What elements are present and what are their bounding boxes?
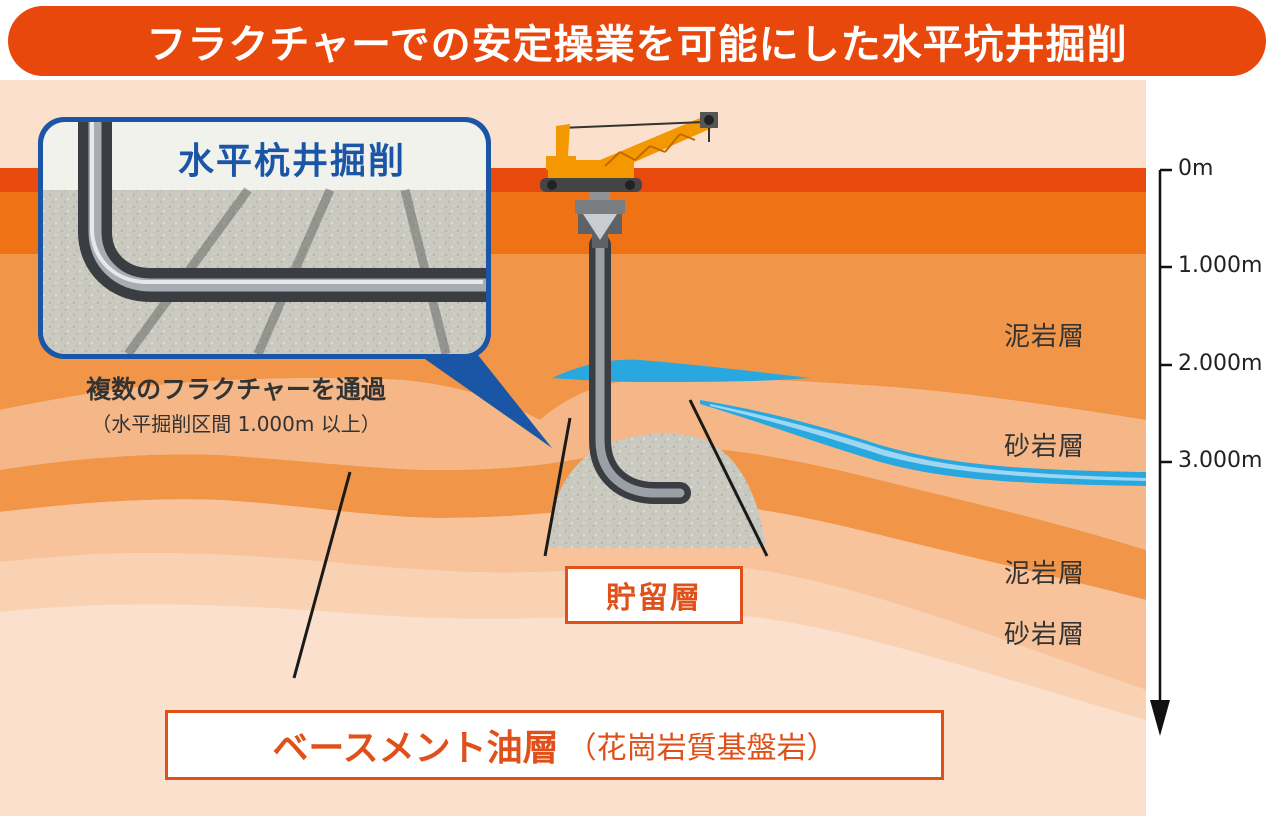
drilling-crane-icon [540, 112, 718, 248]
layer-label-mudstone-2: 泥岩層 [1004, 559, 1086, 589]
inset-title: 水平杭井掘削 [177, 141, 406, 182]
layer-label-sandstone-2: 砂岩層 [1004, 620, 1086, 650]
deep-layer [0, 553, 1146, 720]
inset-caption: 複数のフラクチャーを通過 （水平掘削区間 1.000m 以上） [26, 370, 446, 437]
layer-label-sandstone-1: 砂岩層 [1004, 432, 1086, 462]
reservoir-pointer-left [543, 417, 572, 557]
mudstone-layer-lower [0, 448, 1146, 600]
depth-label-2000: 2.000m [1178, 351, 1263, 376]
magnifier-callout-tail [405, 345, 552, 448]
page-title: フラクチャーでの安定操業を可能にした水平坑井掘削 [146, 22, 1128, 68]
inset-caption-main: 複数のフラクチャーを通過 [86, 375, 386, 404]
layer-label-mudstone-1: 泥岩層 [1004, 322, 1086, 352]
reservoir-label: 貯留層 [606, 581, 702, 616]
basement-label-box: ベースメント油層 （花崗岩質基盤岩） [165, 710, 944, 780]
drill-pipe-highlight [595, 240, 685, 498]
basement-label-main: ベースメント油層 [272, 728, 559, 769]
basement-pointer [292, 471, 352, 679]
inset-caption-sub: （水平掘削区間 1.000m 以上） [91, 412, 381, 436]
reservoir-label-box: 貯留層 [565, 566, 743, 624]
water-seam-upper [552, 359, 810, 382]
magnifier-callout-icon [38, 117, 491, 359]
depth-label-3000: 3.000m [1178, 448, 1263, 473]
sandstone-layer-lower [0, 499, 1146, 690]
depth-label-1000: 1.000m [1178, 253, 1263, 278]
depth-label-0: 0m [1178, 156, 1214, 181]
title-banner: フラクチャーでの安定操業を可能にした水平坑井掘削 [8, 6, 1266, 76]
reservoir-pointer-right [688, 399, 769, 557]
basement-label-sub: （花崗岩質基盤岩） [566, 731, 837, 766]
sandstone-layer-upper [0, 378, 1146, 550]
depth-scale [1150, 168, 1172, 736]
